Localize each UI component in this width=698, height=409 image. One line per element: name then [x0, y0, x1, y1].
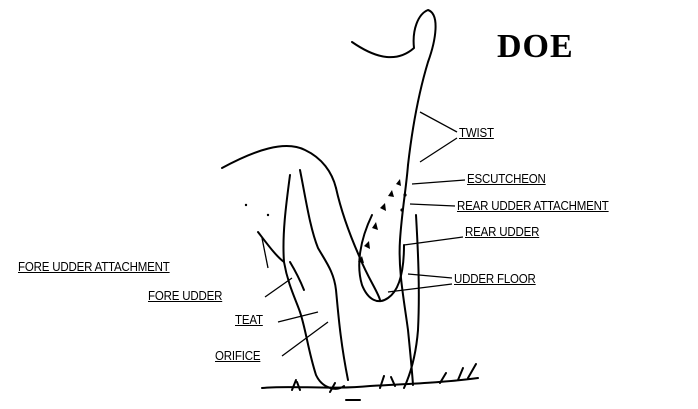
page-title: DOE: [497, 28, 574, 66]
label-udder-floor: UDDER FLOOR: [454, 272, 536, 286]
label-fore-udder: FORE UDDER: [148, 289, 222, 303]
udder-outline: [359, 215, 404, 301]
back-outline: [222, 146, 336, 188]
leader-rear-udder-attachment: [410, 204, 455, 206]
fore-udder-line: [258, 232, 284, 262]
label-orifice: ORIFICE: [215, 349, 260, 363]
leader-udder-floor-1: [408, 274, 452, 278]
tail-outline: [352, 10, 436, 165]
label-escutcheon: ESCUTCHEON: [467, 172, 546, 186]
thigh-outline: [336, 188, 380, 300]
label-twist: TWIST: [459, 126, 494, 140]
leader-twist-2: [420, 138, 457, 162]
leader-escutcheon: [412, 180, 465, 184]
label-rear-udder: REAR UDDER: [465, 225, 539, 239]
leader-twist-1: [420, 112, 457, 132]
leader-teat: [278, 312, 318, 322]
fore-leg-back: [300, 170, 348, 380]
label-teat: TEAT: [235, 313, 263, 327]
label-fore-udder-attachment: FORE UDDER ATTACHMENT: [18, 260, 170, 274]
leader-rear-udder: [404, 237, 463, 245]
label-rear-udder-attachment: REAR UDDER ATTACHMENT: [457, 199, 609, 213]
leader-fore-udder: [265, 278, 292, 297]
